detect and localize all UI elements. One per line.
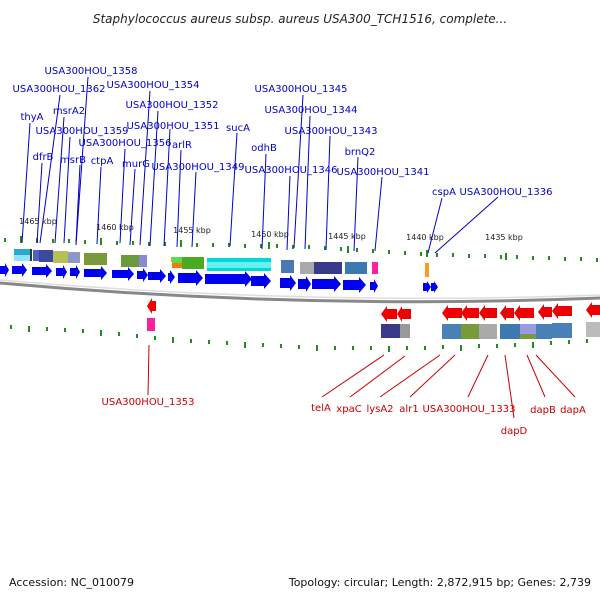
gene-label-lysA2: lysA2 [366, 404, 393, 415]
forward-gene-arrow [251, 273, 271, 289]
reverse-tick-row [10, 325, 588, 352]
forward-gene-arrow [205, 271, 252, 287]
gene-label-USA300HOU_1351: USA300HOU_1351 [127, 121, 220, 132]
reverse-gene-arrow [586, 302, 600, 318]
forward-gene-arrow [370, 279, 378, 293]
gene-label-msrB: msrB [60, 155, 86, 166]
forward-strand-genes [0, 263, 438, 293]
gene-label-dapD: dapD [501, 426, 528, 437]
gene-label-USA300HOU_1354: USA300HOU_1354 [107, 80, 200, 91]
forward-gene-arrow [423, 281, 431, 293]
gene-label-USA300HOU_1358: USA300HOU_1358 [45, 66, 138, 77]
gene-label-USA300HOU_1356: USA300HOU_1356 [79, 138, 172, 149]
forward-gene-arrow [312, 276, 341, 292]
reverse-gene-labels: USA300HOU_1353 telA xpaC lysA2 alr1 USA3… [102, 397, 586, 437]
gene-label-brnQ2: brnQ2 [345, 147, 376, 158]
gene-label-USA300HOU_1352: USA300HOU_1352 [126, 100, 219, 111]
gene-label-dfrB: dfrB [33, 152, 54, 163]
gene-label-USA300HOU_1359: USA300HOU_1359 [36, 126, 129, 137]
gene-label-telA: telA [311, 403, 331, 414]
reverse-gene-arrow [442, 305, 462, 321]
reverse-label-leaders [147, 344, 576, 419]
forward-gene-arrow [178, 270, 203, 286]
gene-label-USA300HOU_1344: USA300HOU_1344 [265, 105, 358, 116]
tick-label: 1440 kbp [406, 233, 444, 242]
forward-gene-arrow [298, 276, 311, 292]
reverse-gene-arrow [500, 305, 514, 321]
gene-label-ctpA: ctpA [91, 156, 114, 167]
forward-label-leaders [21, 76, 499, 254]
gene-label-USA300HOU_1341: USA300HOU_1341 [337, 167, 430, 178]
forward-gene-arrow [168, 270, 175, 284]
forward-gene-arrow [137, 268, 148, 282]
forward-gene-arrow [112, 267, 134, 281]
reverse-gene-arrow [479, 305, 497, 321]
gene-label-murG: murG [122, 159, 150, 170]
gene-label-USA300HOU_1349: USA300HOU_1349 [152, 162, 245, 173]
forward-gene-arrow [148, 269, 166, 283]
reverse-gene-arrow [397, 306, 411, 322]
forward-gene-arrow [343, 277, 366, 293]
gene-label-arlR: arlR [172, 140, 192, 151]
reverse-gene-arrow [514, 305, 534, 321]
gene-label-odhB: odhB [251, 143, 277, 154]
gene-label-sucA: sucA [226, 123, 250, 134]
reverse-gene-arrow [147, 298, 156, 314]
tick-label: 1445 kbp [328, 232, 366, 241]
forward-gene-arrow [0, 263, 9, 277]
gene-label-msrA2: msrA2 [53, 106, 85, 117]
gene-label-xpaC: xpaC [336, 404, 361, 415]
genome-backbone [0, 281, 600, 304]
gene-label-dapB: dapB [530, 405, 556, 416]
gene-label-USA300HOU_1346: USA300HOU_1346 [245, 165, 338, 176]
forward-gene-arrow [84, 266, 107, 280]
tick-label: 1460 kbp [96, 223, 134, 232]
tick-label: 1435 kbp [485, 233, 523, 242]
gene-label-USA300HOU_1362: USA300HOU_1362 [13, 84, 106, 95]
forward-gene-arrow [280, 275, 296, 291]
reverse-gene-arrow [461, 305, 479, 321]
forward-feature-blocks [14, 249, 429, 277]
reverse-strand-genes [147, 298, 600, 322]
reverse-gene-arrow [552, 303, 572, 319]
gene-label-dapA: dapA [560, 405, 586, 416]
reverse-gene-arrow [381, 306, 397, 322]
reverse-feature-blocks [147, 318, 600, 339]
forward-gene-arrow [12, 263, 27, 277]
tick-label: 1450 kbp [251, 230, 289, 239]
forward-tick-row [4, 236, 598, 262]
gene-label-USA300HOU_1353: USA300HOU_1353 [102, 397, 195, 408]
scale-tick-labels: 1465 kbp 1460 kbp 1455 kbp 1450 kbp 1445… [19, 217, 523, 242]
forward-gene-arrow [70, 265, 80, 279]
gene-label-cspA: cspA [432, 187, 456, 198]
reverse-gene-arrow [538, 304, 552, 320]
genome-summary-text: Topology: circular; Length: 2,872,915 bp… [288, 576, 591, 589]
forward-gene-labels: USA300HOU_1358 USA300HOU_1362 USA300HOU_… [13, 66, 553, 198]
gene-label-thyA: thyA [20, 112, 43, 123]
accession-text: Accession: NC_010079 [9, 576, 134, 589]
gene-label-USA300HOU_1336: USA300HOU_1336 [460, 187, 553, 198]
forward-gene-arrow [56, 265, 67, 279]
gene-label-USA300HOU_1343: USA300HOU_1343 [285, 126, 378, 137]
gene-label-USA300HOU_1345: USA300HOU_1345 [255, 84, 348, 95]
tick-label: 1455 kbp [173, 226, 211, 235]
gene-label-alr1: alr1 [399, 404, 418, 415]
forward-gene-arrow [32, 264, 52, 278]
map-title: Staphylococcus aureus subsp. aureus USA3… [93, 12, 507, 26]
gene-label-USA300HOU_1333: USA300HOU_1333 [423, 404, 516, 415]
forward-gene-arrow [431, 281, 438, 293]
